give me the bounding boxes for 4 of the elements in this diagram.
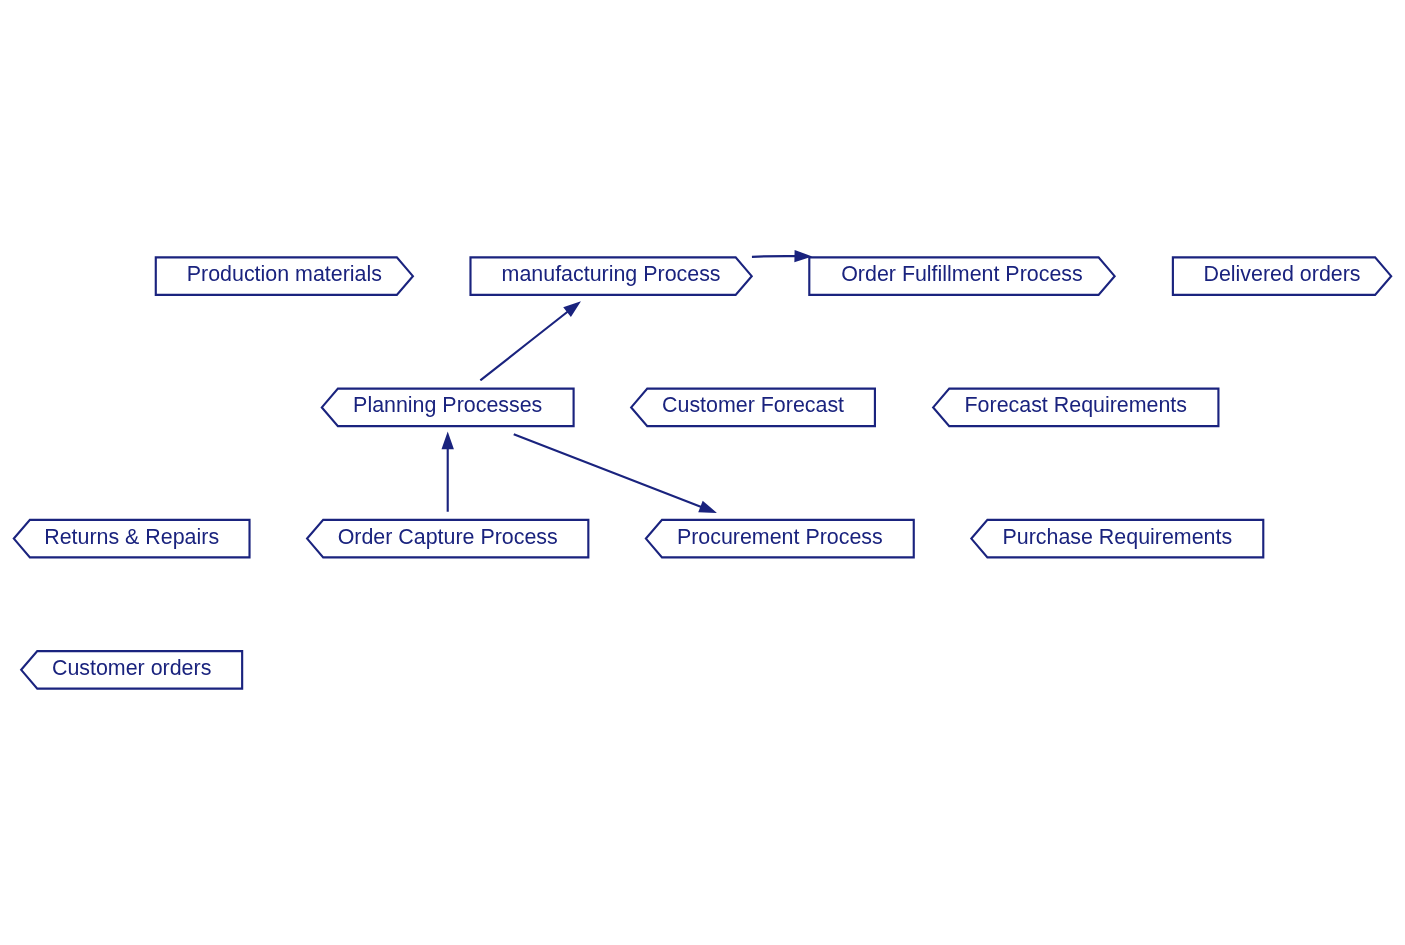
arrow (513, 432, 717, 513)
arrow (479, 300, 581, 381)
arrow (751, 249, 813, 262)
arrow (441, 431, 454, 512)
